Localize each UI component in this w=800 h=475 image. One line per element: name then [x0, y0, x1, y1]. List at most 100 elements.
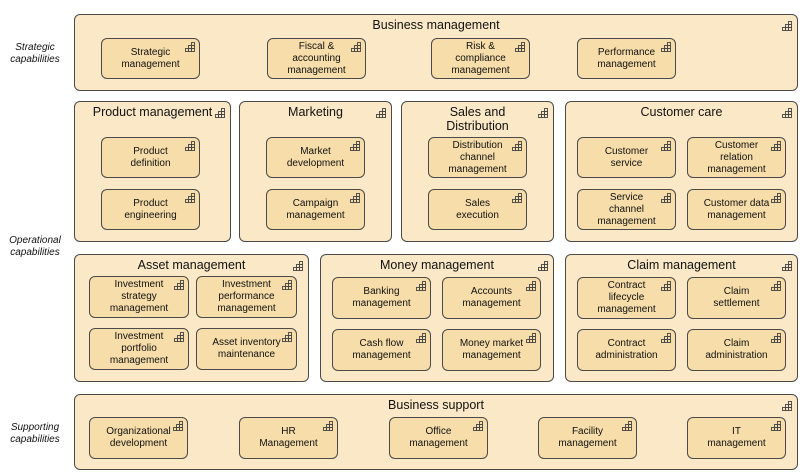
capability-grid-icon	[781, 19, 792, 31]
capability-grid-icon	[173, 280, 184, 291]
capability-label: Product engineering	[124, 197, 177, 221]
capability-label: Accounts management	[462, 286, 521, 309]
capability-investment-performance-management: Investment performance management	[196, 276, 297, 318]
group-title: Business support	[388, 398, 484, 412]
capability-label: Distribution channel management	[448, 139, 507, 175]
capability-grid-icon	[537, 259, 548, 271]
group-title: Marketing	[288, 105, 343, 119]
capability-label: Fiscal & accounting management	[287, 40, 346, 76]
capability-label: Customer relation management	[707, 139, 766, 175]
group-title: Product management	[92, 105, 213, 119]
capability-grid-icon	[472, 421, 483, 432]
capability-it-management: IT management	[687, 417, 786, 459]
capability-product-definition: Product definition	[101, 137, 200, 178]
capability-label: Strategic management	[121, 46, 180, 70]
capability-product-engineering: Product engineering	[101, 189, 200, 230]
capability-risk-compliance-management: Risk & compliance management	[431, 38, 530, 79]
group-title: Asset management	[137, 258, 246, 272]
capability-accounts-management: Accounts management	[442, 277, 541, 319]
capability-grid-icon	[525, 281, 536, 292]
capability-office-management: Office management	[389, 417, 488, 459]
capability-label: Claim settlement	[713, 286, 760, 309]
capability-label: HR Management	[259, 426, 318, 449]
capability-label: Cash flow management	[352, 338, 411, 361]
capability-grid-icon	[770, 281, 781, 292]
capability-label: Claim administration	[705, 338, 768, 361]
capability-grid-icon	[184, 42, 195, 53]
capability-grid-icon	[514, 42, 525, 53]
capability-grid-icon	[781, 259, 792, 271]
capability-label: Investment performance management	[217, 279, 276, 314]
capability-grid-icon	[525, 333, 536, 344]
capability-customer-relation-management: Customer relation management	[687, 137, 786, 178]
capability-grid-icon	[349, 141, 360, 152]
capability-campaign-management: Campaign management	[266, 189, 365, 230]
capability-customer-service: Customer service	[577, 137, 676, 178]
capability-grid-icon	[415, 281, 426, 292]
capability-label: Contract administration	[595, 338, 658, 361]
capability-investment-strategy-management: Investment strategy management	[89, 276, 189, 318]
capability-money-market-management: Money market management	[442, 329, 541, 371]
group-title: Money management	[380, 258, 494, 272]
capability-label: Product definition	[130, 145, 171, 169]
capability-hr-management: HR Management	[239, 417, 338, 459]
capability-grid-icon	[660, 141, 671, 152]
capability-grid-icon	[292, 259, 303, 271]
capability-grid-icon	[770, 141, 781, 152]
capability-grid-icon	[781, 106, 792, 118]
capability-grid-icon	[214, 106, 225, 118]
capability-market-development: Market development	[266, 137, 365, 178]
capability-grid-icon	[172, 421, 183, 432]
capability-label: Sales execution	[456, 197, 499, 221]
capability-contract-lifecycle-management: Contract lifecycle management	[577, 277, 676, 319]
capability-label: Risk & compliance management	[451, 40, 510, 76]
capability-grid-icon	[281, 280, 292, 291]
capability-contract-administration: Contract administration	[577, 329, 676, 371]
capability-label: Customer data management	[703, 197, 770, 221]
capability-grid-icon	[349, 193, 360, 204]
capability-fiscal-accounting-management: Fiscal & accounting management	[267, 38, 366, 79]
capability-grid-icon	[415, 333, 426, 344]
capability-grid-icon	[660, 281, 671, 292]
capability-banking-management: Banking management	[332, 277, 431, 319]
capability-facility-management: Facility management	[538, 417, 637, 459]
capability-label: Campaign management	[286, 197, 345, 221]
capability-investment-portfolio-management: Investment portfolio management	[89, 328, 189, 370]
group-title: Sales and Distribution	[446, 105, 509, 133]
capability-claim-administration: Claim administration	[687, 329, 786, 371]
operational-capabilities-label: Operational capabilities	[9, 235, 61, 258]
capability-distribution-channel-management: Distribution channel management	[428, 137, 527, 178]
capability-label: Customer service	[604, 145, 649, 169]
capability-label: Asset inventory maintenance	[212, 337, 281, 360]
capability-asset-inventory-maintenance: Asset inventory maintenance	[196, 328, 297, 370]
capability-grid-icon	[621, 421, 632, 432]
capability-grid-icon	[770, 193, 781, 204]
capability-grid-icon	[537, 106, 548, 118]
capability-grid-icon	[660, 193, 671, 204]
group-title: Claim management	[627, 258, 736, 272]
capability-label: Investment portfolio management	[109, 331, 169, 366]
strategic-capabilities-label: Strategic capabilities	[10, 42, 60, 65]
group-title: Business management	[372, 18, 500, 32]
capability-customer-data-management: Customer data management	[687, 189, 786, 230]
capability-label: Organizational development	[106, 426, 171, 449]
supporting-capabilities-label: Supporting capabilities	[10, 422, 60, 445]
capability-organizational-development: Organizational development	[89, 417, 188, 459]
capability-grid-icon	[184, 193, 195, 204]
capability-grid-icon	[770, 421, 781, 432]
capability-label: IT management	[707, 426, 766, 449]
capability-label: Facility management	[558, 426, 617, 449]
capability-label: Office management	[409, 426, 468, 449]
capability-grid-icon	[781, 399, 792, 411]
capability-label: Contract lifecycle management	[597, 280, 656, 315]
capability-strategic-management: Strategic management	[101, 38, 200, 79]
group-title: Customer care	[640, 105, 723, 119]
capability-grid-icon	[173, 332, 184, 343]
capability-grid-icon	[281, 332, 292, 343]
capability-grid-icon	[350, 42, 361, 53]
capability-service-channel-management: Service channel management	[577, 189, 676, 230]
capability-sales-execution: Sales execution	[428, 189, 527, 230]
capability-label: Performance management	[597, 46, 656, 70]
capability-claim-settlement: Claim settlement	[687, 277, 786, 319]
capability-label: Banking management	[352, 286, 411, 309]
